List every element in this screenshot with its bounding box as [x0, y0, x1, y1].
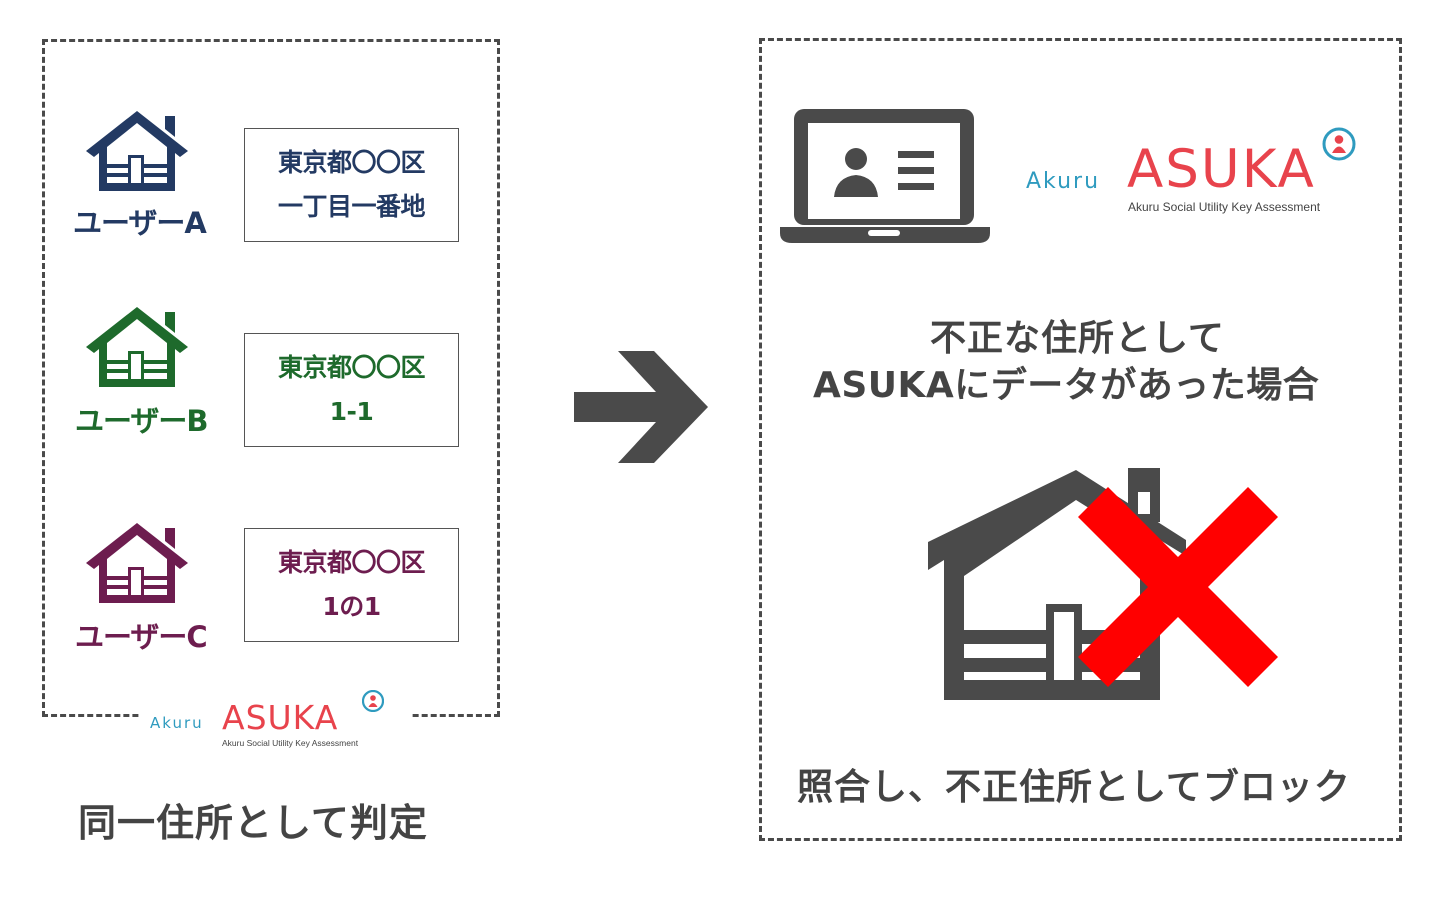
user-c-address-line2: 1の1	[322, 592, 381, 621]
result-caption: 照合し、不正住所としてブロック	[797, 767, 1351, 808]
user-c-address-box: 東京都〇〇区 1の1	[244, 528, 459, 642]
left-logo-mask	[140, 705, 410, 725]
laptop-profile-icon	[780, 109, 990, 243]
user-a-address-box: 東京都〇〇区 一丁目一番地	[244, 128, 459, 242]
left-logo-tagline: Akuru Social Utility Key Assessment	[222, 738, 359, 748]
user-c-label: ユーザーC	[75, 620, 208, 654]
right-arrow-icon	[574, 351, 708, 463]
house-icon-user-c	[86, 523, 188, 603]
user-b-address-line2: 1-1	[329, 397, 374, 426]
user-a-address-line2: 一丁目一番地	[277, 192, 426, 221]
house-icon-user-a	[86, 111, 188, 191]
block-cross-icon	[1078, 487, 1278, 687]
left-logo-asuka: ASUKA	[222, 698, 339, 737]
user-b-address-box: 東京都〇〇区 1-1	[244, 333, 459, 447]
house-icon-user-b	[86, 307, 188, 387]
right-logo-tagline: Akuru Social Utility Key Assessment	[1128, 200, 1321, 214]
right-asuka-logo: Akuru ASUKA Akuru Social Utility Key Ass…	[1026, 127, 1361, 217]
left-asuka-logo: Akuru ASUKA Akuru Social Utility Key Ass…	[150, 690, 390, 750]
user-c-address-line1: 東京都〇〇区	[277, 548, 426, 577]
right-logo-asuka: ASUKA	[1127, 139, 1316, 200]
user-b-label: ユーザーB	[75, 404, 209, 438]
left-logo-akuru: Akuru	[150, 714, 204, 732]
condition-line2: ASUKAにデータがあった場合	[813, 365, 1320, 406]
left-logo-person-icon	[362, 690, 384, 712]
user-b-address-line1: 東京都〇〇区	[277, 353, 426, 382]
right-logo-akuru: Akuru	[1026, 169, 1101, 194]
right-panel	[759, 38, 1402, 841]
left-caption: 同一住所として判定	[78, 801, 428, 845]
user-a-address-line1: 東京都〇〇区	[277, 148, 426, 177]
right-logo-person-icon	[1322, 127, 1356, 161]
condition-line1: 不正な住所として	[930, 318, 1225, 359]
user-a-label: ユーザーA	[73, 206, 207, 240]
